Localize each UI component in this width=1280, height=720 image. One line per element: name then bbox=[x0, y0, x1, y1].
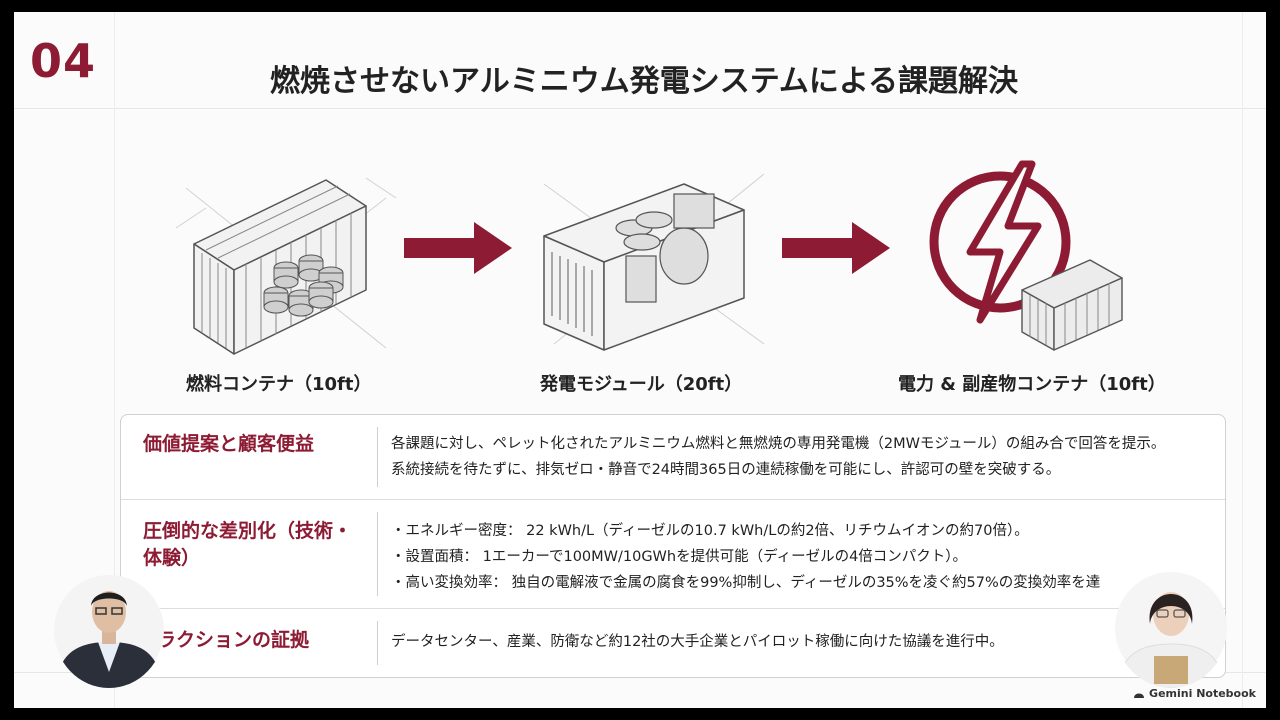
slide-title: 燃焼させないアルミニウム発電システムによる課題解決 bbox=[270, 64, 1018, 99]
row-text: 各課題に対し、ペレット化されたアルミニウム燃料と無燃焼の専用発電機（2MWモジュ… bbox=[391, 431, 1221, 483]
row-label-line: 圧倒的な差別化（技術・ bbox=[143, 520, 353, 542]
arrow-right-icon bbox=[782, 222, 890, 274]
row-separator bbox=[121, 499, 1225, 500]
row-text: ・エネルギー密度： 22 kWh/L（ディーゼルの10.7 kWh/Lの約2倍、… bbox=[391, 518, 1221, 596]
row-line: 各課題に対し、ペレット化されたアルミニウム燃料と無燃焼の専用発電機（2MWモジュ… bbox=[391, 436, 1166, 452]
row-line: 系統接続を待たずに、排気ゼロ・静音で24時間365日の連続稼働を可能にし、許認可… bbox=[391, 462, 1061, 478]
row-line: データセンター、産業、防衛など約12社の大手企業とパイロット稼働に向けた協議を進… bbox=[391, 634, 1004, 650]
presenter-male-avatar bbox=[54, 575, 164, 688]
row-text: データセンター、産業、防衛など約12社の大手企業とパイロット稼働に向けた協議を進… bbox=[391, 629, 1221, 655]
row-line: ・高い変換効率： 独自の電解液で金属の腐食を99%抑制し、ディーゼルの35%を凌… bbox=[391, 575, 1101, 591]
value-table: 価値提案と顧客便益 各課題に対し、ペレット化されたアルミニウム燃料と無燃焼の専用… bbox=[120, 414, 1226, 678]
generator-module-icon bbox=[543, 173, 765, 351]
arrow-right-icon bbox=[404, 222, 512, 274]
row-line: ・設置面積： 1エーカーで100MW/10GWhを提供可能（ディーゼルの4倍コン… bbox=[391, 549, 968, 565]
row-divider bbox=[377, 427, 378, 487]
guide-line bbox=[14, 108, 1266, 109]
brand-watermark: Gemini Notebook bbox=[1133, 687, 1256, 700]
notebook-logo-icon bbox=[1134, 693, 1145, 698]
slide-number: 04 bbox=[30, 34, 97, 88]
slide: 04 燃焼させないアルミニウム発電システムによる課題解決 bbox=[14, 12, 1266, 708]
power-byproduct-icon bbox=[929, 160, 1123, 351]
guide-line bbox=[114, 12, 115, 708]
step3-caption: 電力 & 副産物コンテナ（10ft） bbox=[898, 374, 1166, 395]
table-row: 価値提案と顧客便益 各課題に対し、ペレット化されたアルミニウム燃料と無燃焼の専用… bbox=[121, 415, 1225, 499]
step1-caption: 燃料コンテナ（10ft） bbox=[186, 374, 372, 395]
row-line: ・エネルギー密度： 22 kWh/L（ディーゼルの10.7 kWh/Lの約2倍、… bbox=[391, 523, 1029, 539]
guide-line bbox=[1242, 12, 1243, 708]
row-divider bbox=[377, 621, 378, 665]
brand-name: Gemini Notebook bbox=[1149, 687, 1256, 700]
fuel-container-icon bbox=[175, 177, 397, 355]
row-label: 圧倒的な差別化（技術・ 体験） bbox=[143, 518, 352, 572]
row-label: 価値提案と顧客便益 bbox=[143, 433, 315, 455]
step2-caption: 発電モジュール（20ft） bbox=[540, 374, 743, 395]
row-label-line: 体験） bbox=[143, 547, 201, 569]
row-separator bbox=[121, 608, 1225, 609]
row-divider bbox=[377, 512, 378, 596]
row-label: ラクションの証拠 bbox=[157, 629, 310, 651]
presenter-female-avatar bbox=[1115, 572, 1227, 688]
table-row: ラクションの証拠 データセンター、産業、防衛など約12社の大手企業とパイロット稼… bbox=[121, 609, 1225, 677]
table-row: 圧倒的な差別化（技術・ 体験） ・エネルギー密度： 22 kWh/L（ディーゼル… bbox=[121, 500, 1225, 608]
